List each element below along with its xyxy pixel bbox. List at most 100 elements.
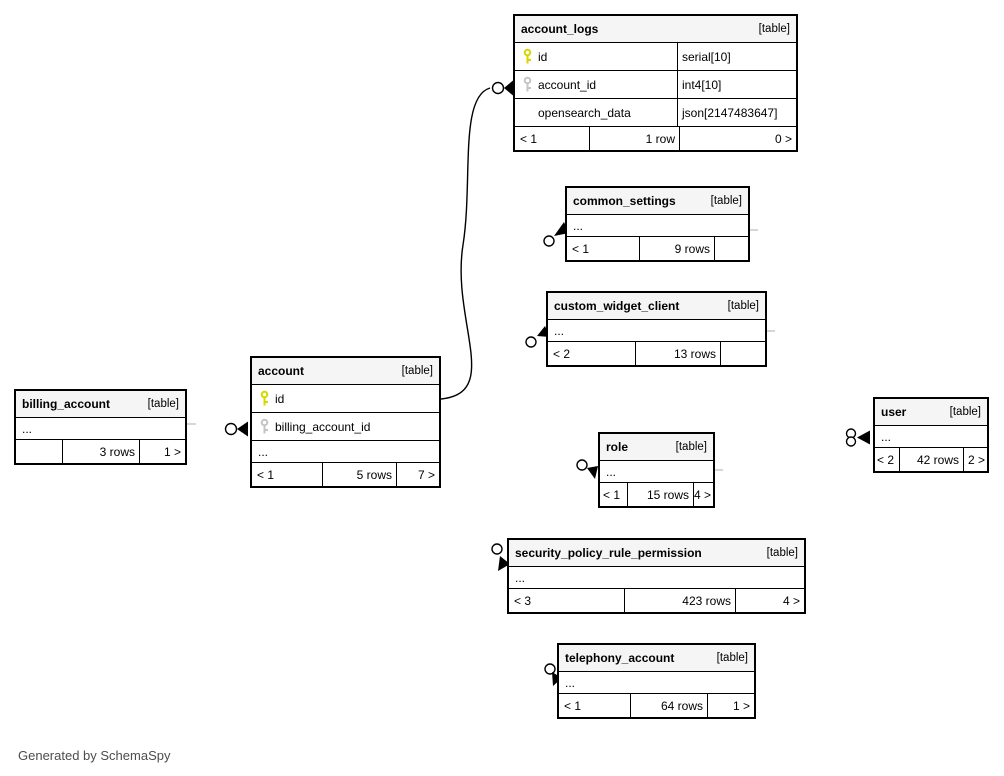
- table-header: account [table]: [252, 358, 439, 385]
- column-name: id: [538, 49, 548, 64]
- relationship-account-to-account-logs: [440, 80, 513, 400]
- column-type: int4[10]: [677, 71, 796, 98]
- table-user[interactable]: user [table] ... < 2 42 rows 2 >: [873, 397, 989, 473]
- foreign-key-icon: [522, 76, 538, 93]
- footer-rowcount: 5 rows: [322, 463, 396, 486]
- columns-ellipsis: ...: [600, 461, 713, 483]
- footer-children: 4 >: [735, 589, 804, 612]
- column-name: id: [275, 391, 285, 406]
- table-name[interactable]: account: [258, 364, 305, 378]
- footer-children: 0 >: [679, 127, 796, 150]
- table-type-label: [table]: [727, 300, 759, 312]
- table-name[interactable]: common_settings: [573, 194, 676, 208]
- footer-rowcount: 13 rows: [635, 342, 720, 365]
- footer-parents: < 1: [603, 487, 621, 502]
- column-name: opensearch_data: [538, 105, 631, 120]
- table-header: billing_account [table]: [16, 391, 185, 418]
- table-footer: < 1 15 rows 4 >: [600, 483, 713, 506]
- column-name: account_id: [538, 77, 597, 92]
- relationship-endpoint-user: [845, 428, 870, 447]
- footer-rowcount: 423 rows: [624, 589, 735, 612]
- footer-parents: < 1: [520, 131, 538, 146]
- relationship-billing-account-to-account: [187, 421, 248, 437]
- footer-children: 2 >: [963, 448, 987, 471]
- table-type-label: [table]: [766, 547, 798, 559]
- table-footer: < 2 42 rows 2 >: [875, 448, 987, 471]
- table-type-label: [table]: [716, 652, 748, 664]
- generator-note: Generated by SchemaSpy: [18, 748, 171, 763]
- table-header: common_settings [table]: [567, 188, 748, 215]
- footer-children: 7 >: [396, 463, 439, 486]
- footer-rowcount: 15 rows: [627, 483, 693, 506]
- table-name[interactable]: role: [606, 440, 629, 454]
- footer-rowcount: 9 rows: [639, 237, 714, 260]
- footer-rowcount: 64 rows: [630, 694, 707, 717]
- footer-rowcount: 1 row: [589, 127, 679, 150]
- footer-parents: < 2: [877, 452, 895, 467]
- table-type-label: [table]: [675, 441, 707, 453]
- table-footer: < 1 5 rows 7 >: [252, 463, 439, 486]
- footer-children: [714, 237, 748, 260]
- columns-ellipsis: ...: [567, 215, 748, 237]
- table-name[interactable]: telephony_account: [565, 651, 675, 665]
- column-name: billing_account_id: [275, 419, 371, 434]
- table-header: role [table]: [600, 434, 713, 461]
- columns-ellipsis: ...: [548, 320, 765, 342]
- table-footer: < 1 9 rows: [567, 237, 748, 260]
- footer-rowcount: 42 rows: [899, 448, 963, 471]
- footer-children: [720, 342, 765, 365]
- table-type-label: [table]: [758, 23, 790, 35]
- column-row-id[interactable]: id: [252, 385, 439, 413]
- table-header: telephony_account [table]: [559, 645, 754, 672]
- column-type: serial[10]: [677, 43, 796, 70]
- columns-ellipsis: ...: [559, 672, 754, 694]
- footer-parents: < 2: [553, 346, 571, 361]
- footer-parents: < 3: [514, 593, 532, 608]
- columns-ellipsis: ...: [875, 426, 987, 448]
- footer-parents: < 1: [564, 698, 582, 713]
- column-row-id[interactable]: id serial[10]: [515, 43, 796, 71]
- table-security-policy-rule-permission[interactable]: security_policy_rule_permission [table] …: [507, 538, 806, 614]
- footer-parents: < 1: [572, 241, 590, 256]
- table-name[interactable]: security_policy_rule_permission: [515, 546, 702, 560]
- table-common-settings[interactable]: common_settings [table] ... < 1 9 rows: [565, 186, 750, 262]
- table-header: custom_widget_client [table]: [548, 293, 765, 320]
- table-name[interactable]: account_logs: [521, 22, 599, 36]
- table-telephony-account[interactable]: telephony_account [table] ... < 1 64 row…: [557, 643, 756, 719]
- table-type-label: [table]: [710, 195, 742, 207]
- table-custom-widget-client[interactable]: custom_widget_client [table] ... < 2 13 …: [546, 291, 767, 367]
- table-name[interactable]: custom_widget_client: [554, 299, 680, 313]
- footer-children: 1 >: [139, 440, 185, 463]
- columns-ellipsis: ...: [509, 567, 804, 589]
- footer-children: 1 >: [707, 694, 754, 717]
- column-row-opensearch-data[interactable]: opensearch_data json[2147483647]: [515, 99, 796, 127]
- footer-children: 4 >: [693, 483, 713, 506]
- column-row-account-id[interactable]: account_id int4[10]: [515, 71, 796, 99]
- table-billing-account[interactable]: billing_account [table] ... 3 rows 1 >: [14, 389, 187, 465]
- table-account-logs[interactable]: account_logs [table] id serial[10] accou…: [513, 14, 798, 152]
- table-account[interactable]: account [table] id billing_account_id ..…: [250, 356, 441, 488]
- footer-rowcount: 3 rows: [62, 440, 139, 463]
- primary-key-icon: [522, 48, 538, 65]
- table-name[interactable]: user: [881, 405, 907, 419]
- table-header: security_policy_rule_permission [table]: [509, 540, 804, 567]
- columns-ellipsis: ...: [16, 418, 185, 440]
- table-footer: < 3 423 rows 4 >: [509, 589, 804, 612]
- table-type-label: [table]: [949, 406, 981, 418]
- column-type: json[2147483647]: [677, 99, 796, 126]
- foreign-key-icon: [259, 418, 275, 435]
- footer-parents: < 1: [257, 467, 275, 482]
- table-header: account_logs [table]: [515, 16, 796, 43]
- table-header: user [table]: [875, 399, 987, 426]
- table-type-label: [table]: [147, 398, 179, 410]
- table-type-label: [table]: [401, 365, 433, 377]
- table-role[interactable]: role [table] ... < 1 15 rows 4 >: [598, 432, 715, 508]
- footer-parents: [16, 440, 62, 463]
- primary-key-icon: [259, 390, 275, 407]
- column-row-billing-account-id[interactable]: billing_account_id: [252, 413, 439, 441]
- table-name[interactable]: billing_account: [22, 397, 111, 411]
- table-footer: 3 rows 1 >: [16, 440, 185, 463]
- table-footer: < 2 13 rows: [548, 342, 765, 365]
